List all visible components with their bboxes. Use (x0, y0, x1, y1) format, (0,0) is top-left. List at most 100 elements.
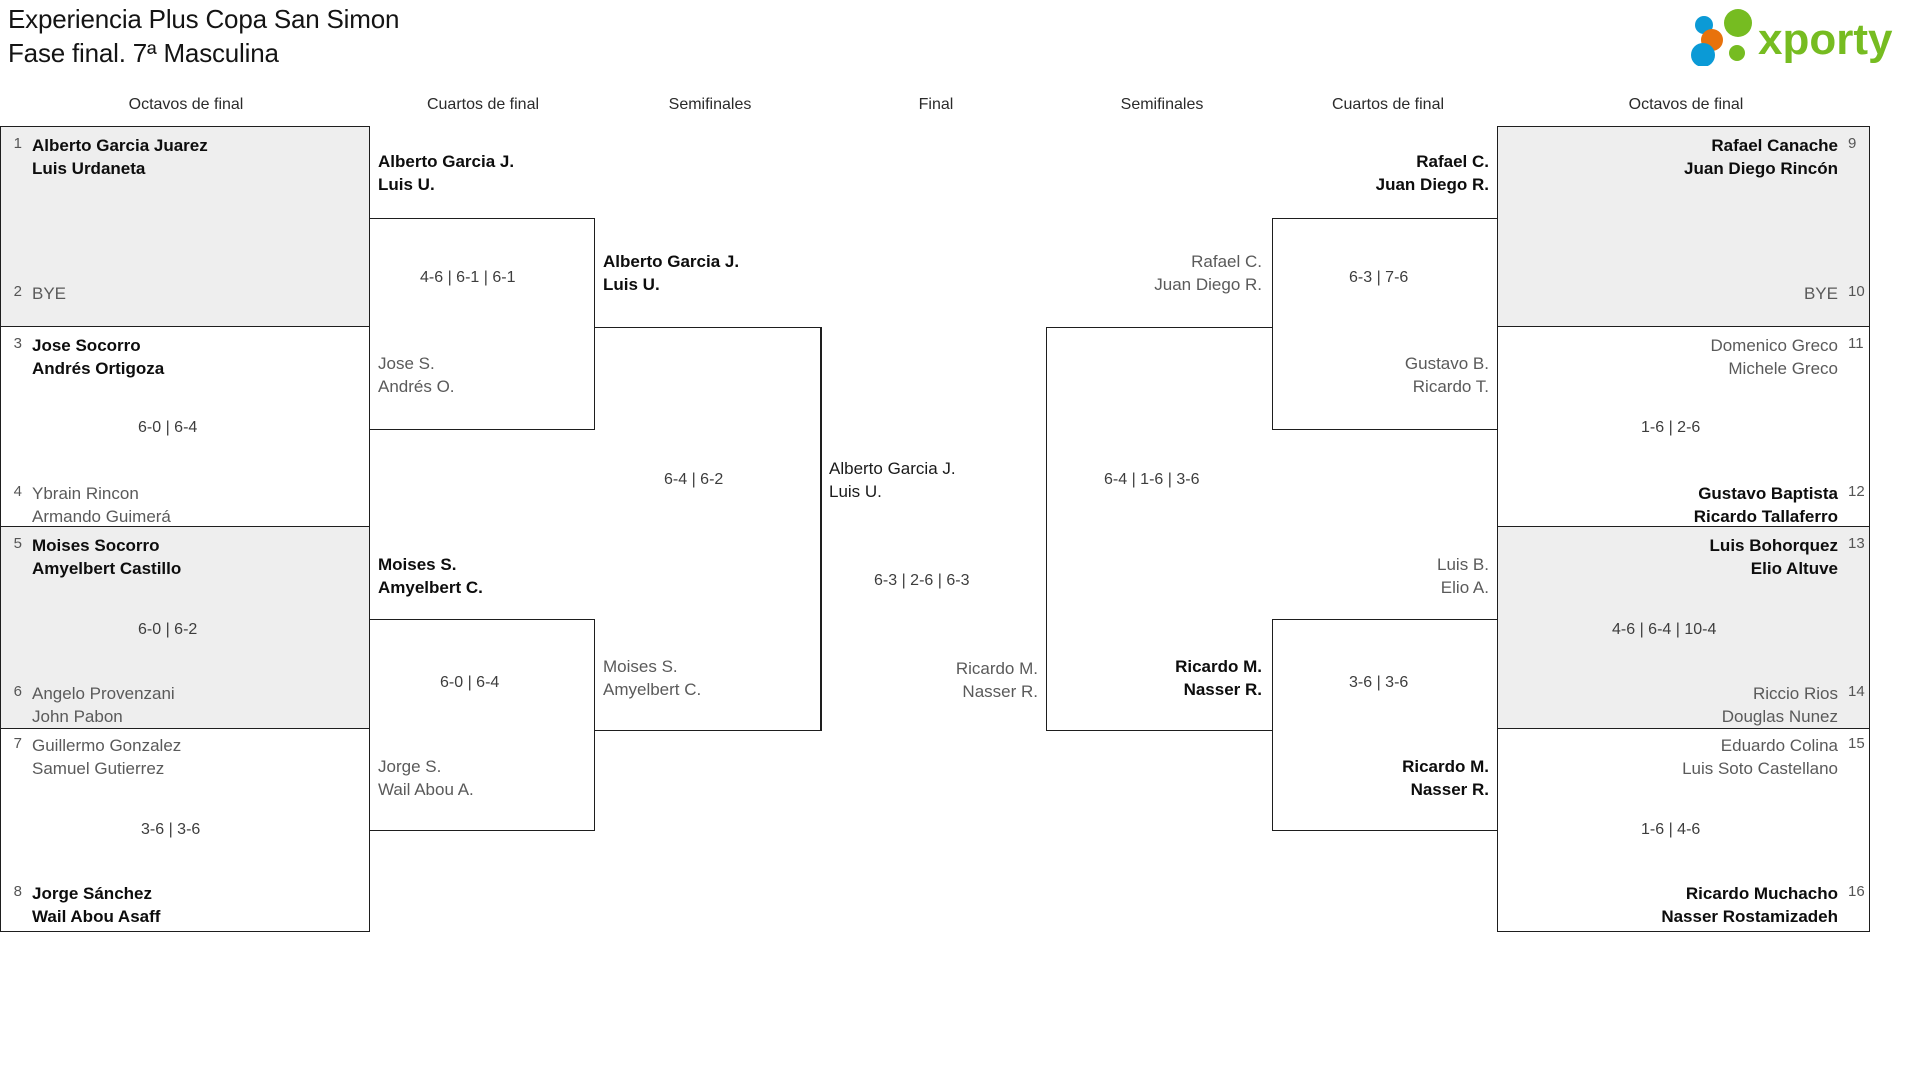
row-band-right-1 (1497, 126, 1870, 326)
row-band-right-3 (1497, 526, 1870, 728)
player-name-2: John Pabon (32, 707, 123, 726)
seed-number: 12 (1848, 483, 1865, 500)
player-name-1: Jorge Sánchez (32, 884, 152, 903)
round-heading-right-r16: Octavos de final (1628, 96, 1744, 113)
player-name-2: Wail Abou Asaff (32, 907, 161, 926)
seed-number: 1 (13, 135, 22, 152)
final-winner: Alberto Garcia J. Luis U. (829, 459, 956, 501)
left-r16-score-3: 6-0 | 6-2 (138, 621, 198, 638)
right-r16-score-2: 1-6 | 2-6 (1641, 419, 1701, 436)
right-sf-score: 6-4 | 1-6 | 3-6 (1104, 471, 1200, 488)
title-line-1: Experiencia Plus Copa San Simon (8, 4, 400, 34)
left-seed-entry-2[interactable]: 2 BYE (0, 282, 370, 305)
right-qf-2-top: Luis B. Elio A. (1437, 555, 1489, 597)
player-name-1: Alberto Garcia Juarez (32, 136, 208, 155)
player-names: BYE (22, 282, 76, 305)
right-qf-2-bottom: Ricardo M. Nasser R. (1402, 757, 1489, 799)
right-r16-divider-3 (1497, 728, 1870, 729)
player-name-2: Douglas Nunez (1721, 707, 1838, 726)
right-qf-1-bottom: Gustavo B. Ricardo T. (1404, 354, 1489, 396)
seed-number: 15 (1848, 735, 1865, 752)
left-qf-bracket-2 (370, 619, 595, 831)
player-name-1: Jose Socorro (32, 336, 141, 355)
xporty-logo[interactable]: xporty (1686, 8, 1898, 66)
seed-number: 7 (13, 735, 22, 752)
title-line-2: Fase final. 7ª Masculina (8, 38, 279, 68)
left-r16-divider-3 (0, 728, 370, 729)
seed-number: 5 (13, 535, 22, 552)
player-name-1: Riccio Rios (1752, 684, 1838, 703)
player-name-1: Angelo Provenzani (32, 684, 175, 703)
bye-label: BYE (32, 284, 67, 303)
player-name-2: Elio Altuve (1750, 559, 1838, 578)
right-r16-score-3: 4-6 | 6-4 | 10-4 (1612, 621, 1717, 638)
row-band-left-1 (0, 126, 370, 326)
round-heading-left-qf: Cuartos de final (426, 96, 540, 113)
player-name-2: Michele Greco (1728, 359, 1838, 378)
right-qf-2-score: 3-6 | 3-6 (1349, 674, 1409, 691)
left-qf-2-score: 6-0 | 6-4 (440, 674, 500, 691)
player-name-1: Ybrain Rincon (32, 484, 139, 503)
left-sf-score: 6-4 | 6-2 (664, 471, 724, 488)
page-title: Experiencia Plus Copa San Simon Fase fin… (8, 2, 399, 70)
left-r16-divider-2 (0, 526, 370, 527)
seed-number: 2 (13, 283, 22, 300)
final-runner-up: Ricardo M. Nasser R. (955, 659, 1038, 701)
player-name-1: Ricardo Muchacho (1685, 884, 1838, 903)
right-qf-1-score: 6-3 | 7-6 (1349, 269, 1409, 286)
player-name-2: Juan Diego Rincón (1684, 159, 1838, 178)
player-name-2: Andrés Ortigoza (32, 359, 165, 378)
player-name-1: Moises Socorro (32, 536, 160, 555)
round-heading-left-sf: Semifinales (668, 96, 752, 113)
seed-number: 3 (13, 335, 22, 352)
player-name-1: Domenico Greco (1710, 336, 1838, 355)
right-sf-bottom: Ricardo M. Nasser R. (1175, 657, 1262, 699)
player-name-2: Amyelbert Castillo (32, 559, 182, 578)
seed-number: 4 (13, 483, 22, 500)
round-heading-final: Final (918, 96, 954, 113)
left-r16-score-2: 6-0 | 6-4 (138, 419, 198, 436)
seed-number: 9 (1848, 135, 1857, 152)
left-r16-score-4: 3-6 | 3-6 (141, 821, 201, 838)
left-qf-bracket-1 (370, 218, 595, 430)
round-heading-left-r16: Octavos de final (128, 96, 244, 113)
row-band-left-3 (0, 526, 370, 728)
round-heading-right-sf: Semifinales (1120, 96, 1204, 113)
left-qf-1-score: 4-6 | 6-1 | 6-1 (420, 269, 516, 286)
player-name-1: Gustavo Baptista (1698, 484, 1838, 503)
seed-number: 13 (1848, 535, 1865, 552)
player-name-1: Luis Bohorquez (1709, 536, 1838, 555)
seed-number: 11 (1848, 335, 1864, 352)
right-sf-bracket (1046, 327, 1272, 731)
right-r16-frame (1497, 126, 1870, 932)
player-name-2: Ricardo Tallaferro (1693, 507, 1838, 526)
player-name-1: Rafael Canache (1711, 136, 1838, 155)
seed-number: 16 (1848, 883, 1865, 900)
final-score: 6-3 | 2-6 | 6-3 (874, 572, 970, 589)
player-name-2: Luis Urdaneta (32, 159, 146, 178)
